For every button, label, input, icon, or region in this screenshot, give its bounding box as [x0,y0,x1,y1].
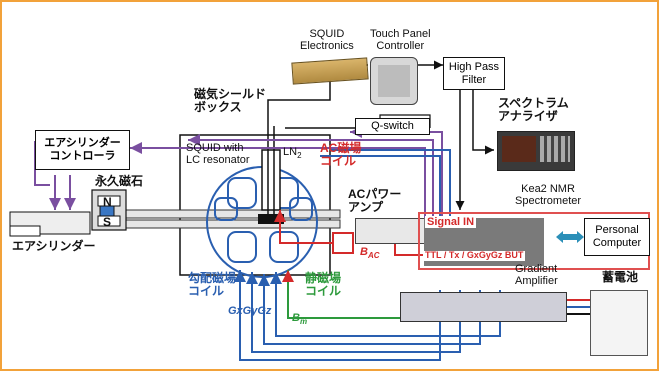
gradient-amp-device [400,292,567,322]
gradient-coil-5 [214,197,238,221]
shield-box-label: 磁気シールド ボックス [194,87,267,115]
squid-electronics-label: SQUID Electronics [300,28,354,53]
static-coil-label: 静磁場 コイル [305,271,342,299]
ac-coil-label: AC磁場 コイル [320,141,362,169]
gradient-coil-4 [269,231,299,263]
battery-device [590,290,648,356]
b-ac-label: BAC [360,246,380,261]
rail-bottom [99,219,341,229]
touch-panel-label: Touch Panel Controller [370,28,431,53]
spectrum-analyzer-device [497,131,575,171]
ln2-dewar [261,149,281,211]
s-pole-label: S [103,215,112,229]
q-switch-box: Q-switch [355,118,430,135]
rail-top [99,209,341,219]
gxgygz-label: GxGyGz [228,305,272,317]
spectrum-analyzer-label: スペクトラム アナライザ [498,96,569,124]
kea2-label: Kea2 NMR Spectrometer [515,183,582,208]
gradient-coil-3 [227,231,257,263]
signal-in-label: Signal IN [425,216,477,229]
gradient-coil-1 [227,177,257,209]
bac-transformer [332,232,354,254]
air-cylinder-label: エアシリンダー [12,239,96,253]
ttl-tx-label: TTL / Tx / GxGyGz BUT [423,250,526,261]
gradient-amp-label: Gradient Amplifier [515,263,558,288]
sample-coil [258,214,284,224]
gradient-coil-6 [289,197,313,221]
high-pass-filter-box: High Pass Filter [443,57,505,90]
permanent-magnet-label: 永久磁石 [95,174,144,188]
squid-lc-label: SQUID with LC resonator [186,142,250,167]
n-pole-label: N [103,195,112,209]
b-m-label: Bm [292,312,308,327]
air-cylinder-controller-box: エアシリンダー コントローラ [35,130,130,170]
ac-power-amp-label: ACパワー アンプ [348,187,402,215]
gradient-coil-label: 勾配磁場 コイル [188,271,237,299]
battery-label: 蓄電池 [602,270,639,284]
touch-panel-device [370,57,418,105]
ac-power-amp-device [355,218,433,244]
ln2-label: LN2 [283,146,302,161]
personal-computer-box: Personal Computer [584,218,650,256]
